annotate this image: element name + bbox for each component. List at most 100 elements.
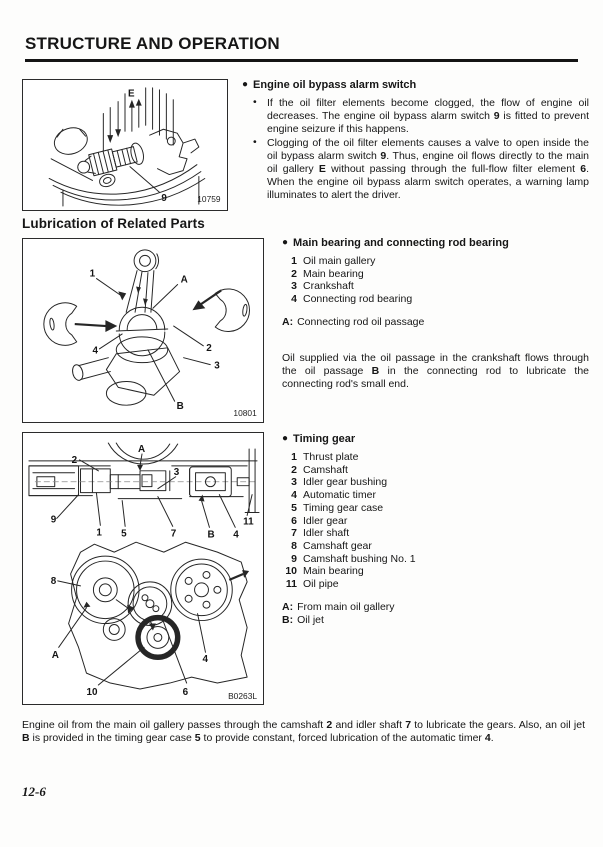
arrow-icon — [192, 300, 206, 311]
item-label: Main bearing — [303, 565, 364, 578]
figure-label-6: 6 — [183, 687, 189, 698]
item-label: Camshaft bushing No. 1 — [303, 552, 416, 565]
figure-label-3: 3 — [174, 467, 180, 478]
note-text: From main oil gallery — [297, 600, 395, 613]
figure-label-2: 2 — [72, 455, 78, 466]
timing-gear-drawing: 2 A 3 9 1 5 7 B 4 11 — [28, 442, 260, 701]
item-label: Timing gear case — [303, 501, 384, 514]
section-heading-text: Engine oil bypass alarm switch — [253, 79, 417, 91]
figure-bypass-alarm-switch: E 9 10759 — [22, 79, 228, 211]
page-title: STRUCTURE AND OPERATION — [25, 34, 280, 53]
item-label: Connecting rod bearing — [303, 293, 413, 306]
figure-bearing: 1 A 4 2 3 B 10801 — [22, 238, 264, 423]
section-bearing: ●Main bearing and connecting rod bearing… — [282, 237, 589, 391]
item-number: 5 — [291, 501, 297, 514]
list-item: 11 Oil pipe — [282, 578, 589, 591]
item-number: 2 — [291, 463, 297, 476]
item-number: 1 — [291, 451, 297, 463]
item-label: Oil pipe — [303, 578, 339, 591]
item-number: 4 — [291, 489, 297, 502]
item-label: Main bearing — [303, 267, 364, 280]
flow-arrow-icon — [83, 601, 91, 608]
list-item: 4 Automatic timer — [282, 489, 589, 502]
item-label: Idler gear bushing — [303, 476, 388, 489]
bolt-icon — [242, 569, 250, 578]
bypass-switch-drawing: E 9 10759 — [48, 87, 221, 207]
figure-label-1: 1 — [96, 527, 102, 538]
figure-label-5: 5 — [121, 528, 127, 539]
bullet-text: Clogging of the oil filter elements caus… — [267, 137, 590, 201]
section-bullet-icon: ● — [282, 237, 289, 248]
item-label: Idler shaft — [303, 527, 350, 540]
item-number: 9 — [291, 552, 297, 565]
up-arrow-icon — [128, 99, 135, 108]
item-label: Automatic timer — [303, 489, 376, 502]
figure-label-9: 9 — [161, 193, 167, 204]
figure-ref-number: 10801 — [233, 408, 257, 418]
note-text: Oil jet — [297, 613, 324, 626]
figure-ref-number: B0263L — [228, 691, 257, 701]
item-number: 6 — [291, 514, 297, 527]
figure-label-A: A — [138, 444, 145, 455]
list-item: 2 Main bearing — [282, 268, 589, 281]
down-arrow-icon — [115, 129, 122, 138]
arrow-icon — [105, 320, 118, 332]
list-item: 10 Main bearing — [282, 565, 589, 578]
item-number: 8 — [291, 539, 297, 552]
figure-label-9: 9 — [51, 514, 57, 525]
bearing-drawing: 1 A 4 2 3 B 10801 — [43, 249, 257, 418]
item-number: 4 — [291, 293, 297, 306]
section-heading: ●Timing gear — [282, 433, 589, 446]
list-item: 9 Camshaft bushing No. 1 — [282, 553, 589, 566]
down-arrow-icon — [137, 464, 143, 471]
key-notes: A:Connecting rod oil passage — [282, 316, 589, 329]
item-label: Camshaft — [303, 463, 348, 476]
figure-label-8: 8 — [51, 576, 57, 587]
bullet-icon: • — [253, 96, 257, 108]
up-arrow-icon — [135, 98, 142, 106]
section-bullet-icon: ● — [242, 79, 249, 90]
figure-label-3: 3 — [214, 361, 220, 372]
note-item: B:Oil jet — [282, 614, 589, 627]
key-notes: A:From main oil gallery B:Oil jet — [282, 601, 589, 627]
figure-label-E: E — [128, 89, 135, 100]
figure-label-4: 4 — [203, 654, 209, 665]
flow-arrow-icon — [143, 298, 148, 306]
note-key: B: — [282, 613, 294, 626]
flow-arrow-icon — [127, 604, 135, 614]
section-heading: ●Main bearing and connecting rod bearing — [282, 237, 589, 250]
up-arrow-icon — [198, 494, 205, 502]
section-bypass-switch: ● Engine oil bypass alarm switch •If the … — [242, 79, 589, 203]
list-item: 7 Idler shaft — [282, 527, 589, 540]
footer-paragraph: Engine oil from the main oil gallery pas… — [22, 719, 585, 744]
item-label: Thrust plate — [303, 451, 359, 463]
note-text: Connecting rod oil passage — [297, 315, 425, 328]
item-label: Idler gear — [303, 514, 348, 527]
note-item: A:From main oil gallery — [282, 601, 589, 614]
item-label: Oil main gallery — [303, 255, 376, 267]
list-item: 3 Idler gear bushing — [282, 476, 589, 489]
section-paragraph: Oil supplied via the oil passage in the … — [282, 351, 589, 390]
bullet-item: •If the oil filter elements become clogg… — [242, 96, 589, 136]
item-number: 2 — [291, 267, 297, 280]
item-number: 11 — [285, 578, 297, 591]
figure-label-1: 1 — [90, 269, 96, 280]
figure-label-B: B — [177, 401, 184, 412]
item-number: 3 — [291, 476, 297, 489]
subsection-heading: Lubrication of Related Parts — [22, 216, 205, 231]
section-bullet-icon: ● — [282, 433, 289, 444]
bullet-item: •Clogging of the oil filter elements cau… — [242, 136, 590, 202]
item-number: 10 — [285, 565, 297, 578]
figure-label-A: A — [181, 275, 188, 286]
item-number: 7 — [291, 527, 297, 540]
list-item: 1 Thrust plate — [282, 451, 589, 464]
switch-body — [77, 142, 144, 177]
note-item: A:Connecting rod oil passage — [282, 316, 589, 329]
figure-label-A: A — [52, 650, 59, 661]
list-item: 5 Timing gear case — [282, 502, 589, 515]
figure-label-4: 4 — [233, 529, 239, 540]
